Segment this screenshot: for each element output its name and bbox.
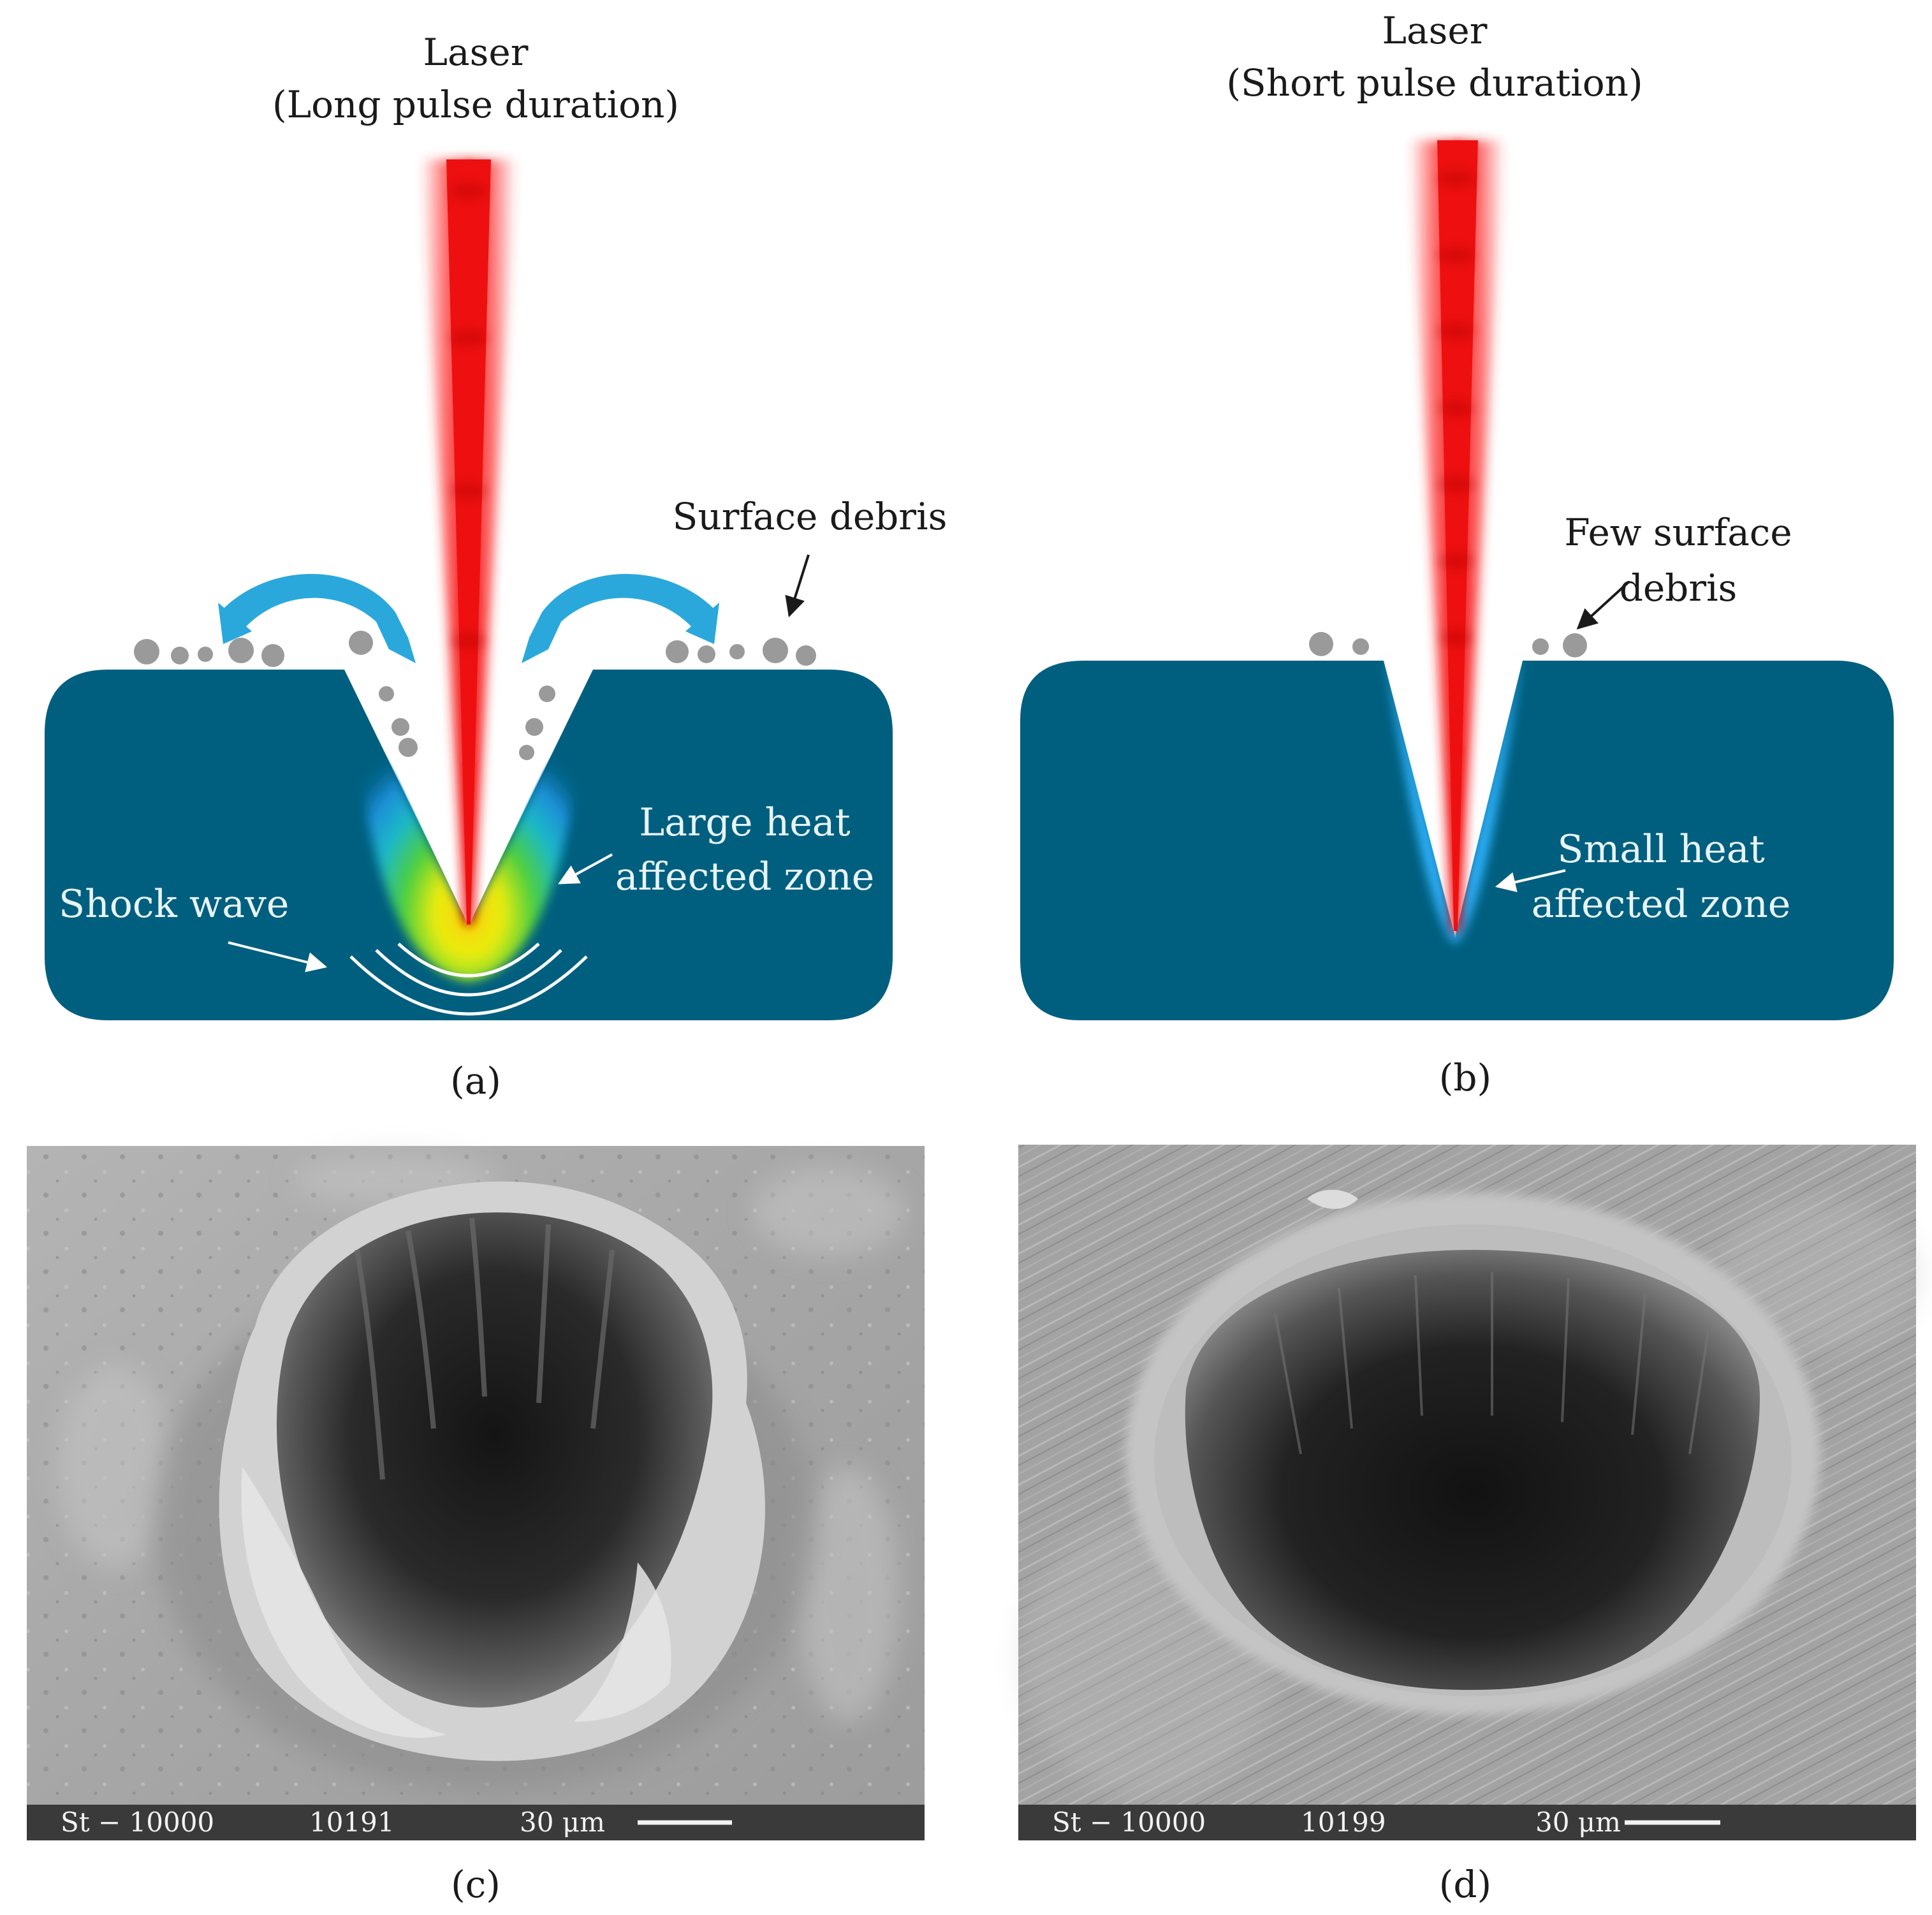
panel-a-surface-debris-label: Surface debris bbox=[673, 495, 948, 538]
panel-a-caption: (a) bbox=[450, 1059, 501, 1103]
panel-c-sem-id: 10191 bbox=[309, 1807, 395, 1838]
panel-a-large-heat-label-2: affected zone bbox=[615, 855, 875, 899]
panel-c: St − 10000 10191 30 μm (c) bbox=[27, 1146, 925, 1906]
panel-a-heat-zone bbox=[344, 670, 593, 982]
panel-b-small-heat-label-1: Small heat bbox=[1557, 827, 1764, 872]
panel-d-sem-image: St − 10000 10199 30 μm bbox=[1018, 1145, 1919, 1840]
panel-c-sem-image: St − 10000 10191 30 μm bbox=[27, 1146, 925, 1840]
panel-a-ejection-arrows bbox=[218, 574, 719, 663]
panel-a-large-heat-label-1: Large heat bbox=[639, 800, 850, 845]
panel-b: Laser (Short pulse duration) Few s bbox=[1020, 9, 1894, 1099]
panel-d: St − 10000 10199 30 μm (d) bbox=[1018, 1145, 1919, 1906]
panel-c-sem-scale: 30 μm bbox=[520, 1807, 605, 1838]
panel-a-shock-pointer bbox=[228, 941, 328, 972]
panel-a: Laser (Long pulse duration) bbox=[45, 31, 947, 1103]
panel-c-sem-infobar bbox=[27, 1805, 925, 1840]
panel-d-sem-id: 10199 bbox=[1301, 1807, 1386, 1838]
panel-d-sem-scale: 30 μm bbox=[1535, 1807, 1621, 1838]
panel-c-caption: (c) bbox=[451, 1863, 501, 1906]
panel-b-heat-zone bbox=[1387, 661, 1521, 944]
panel-c-sem-sample: St − 10000 bbox=[61, 1807, 214, 1838]
panel-b-laser-subtitle: (Short pulse duration) bbox=[1226, 61, 1643, 105]
panel-d-caption: (d) bbox=[1439, 1863, 1491, 1906]
panel-b-laser-title: Laser bbox=[1382, 9, 1488, 52]
panel-d-sem-sample: St − 10000 bbox=[1052, 1807, 1206, 1838]
panel-a-debris-pointer bbox=[785, 554, 810, 618]
panel-b-small-heat-label-2: affected zone bbox=[1532, 882, 1791, 927]
panel-b-material-block bbox=[1020, 661, 1894, 1020]
panel-a-laser-title: Laser bbox=[423, 31, 529, 74]
panel-a-laser-subtitle: (Long pulse duration) bbox=[272, 83, 679, 126]
panel-b-debris-pointer bbox=[1576, 580, 1630, 630]
panel-b-few-debris-label-2: debris bbox=[1620, 566, 1738, 610]
panel-d-sem-infobar bbox=[1018, 1805, 1916, 1840]
panel-b-laser-beam bbox=[1409, 140, 1505, 931]
panel-a-material-block bbox=[45, 670, 893, 1020]
panel-b-few-debris-label-1: Few surface bbox=[1564, 511, 1792, 554]
panel-a-shock-waves bbox=[349, 943, 588, 1016]
panel-a-shock-wave-label: Shock wave bbox=[59, 882, 289, 927]
panel-b-heat-pointer bbox=[1495, 869, 1566, 893]
panel-b-surface-debris bbox=[1309, 632, 1587, 657]
panel-a-heat-pointer bbox=[558, 853, 613, 884]
panel-b-caption: (b) bbox=[1439, 1056, 1491, 1099]
panel-a-laser-beam bbox=[421, 159, 516, 925]
panel-a-surface-debris bbox=[134, 631, 816, 760]
